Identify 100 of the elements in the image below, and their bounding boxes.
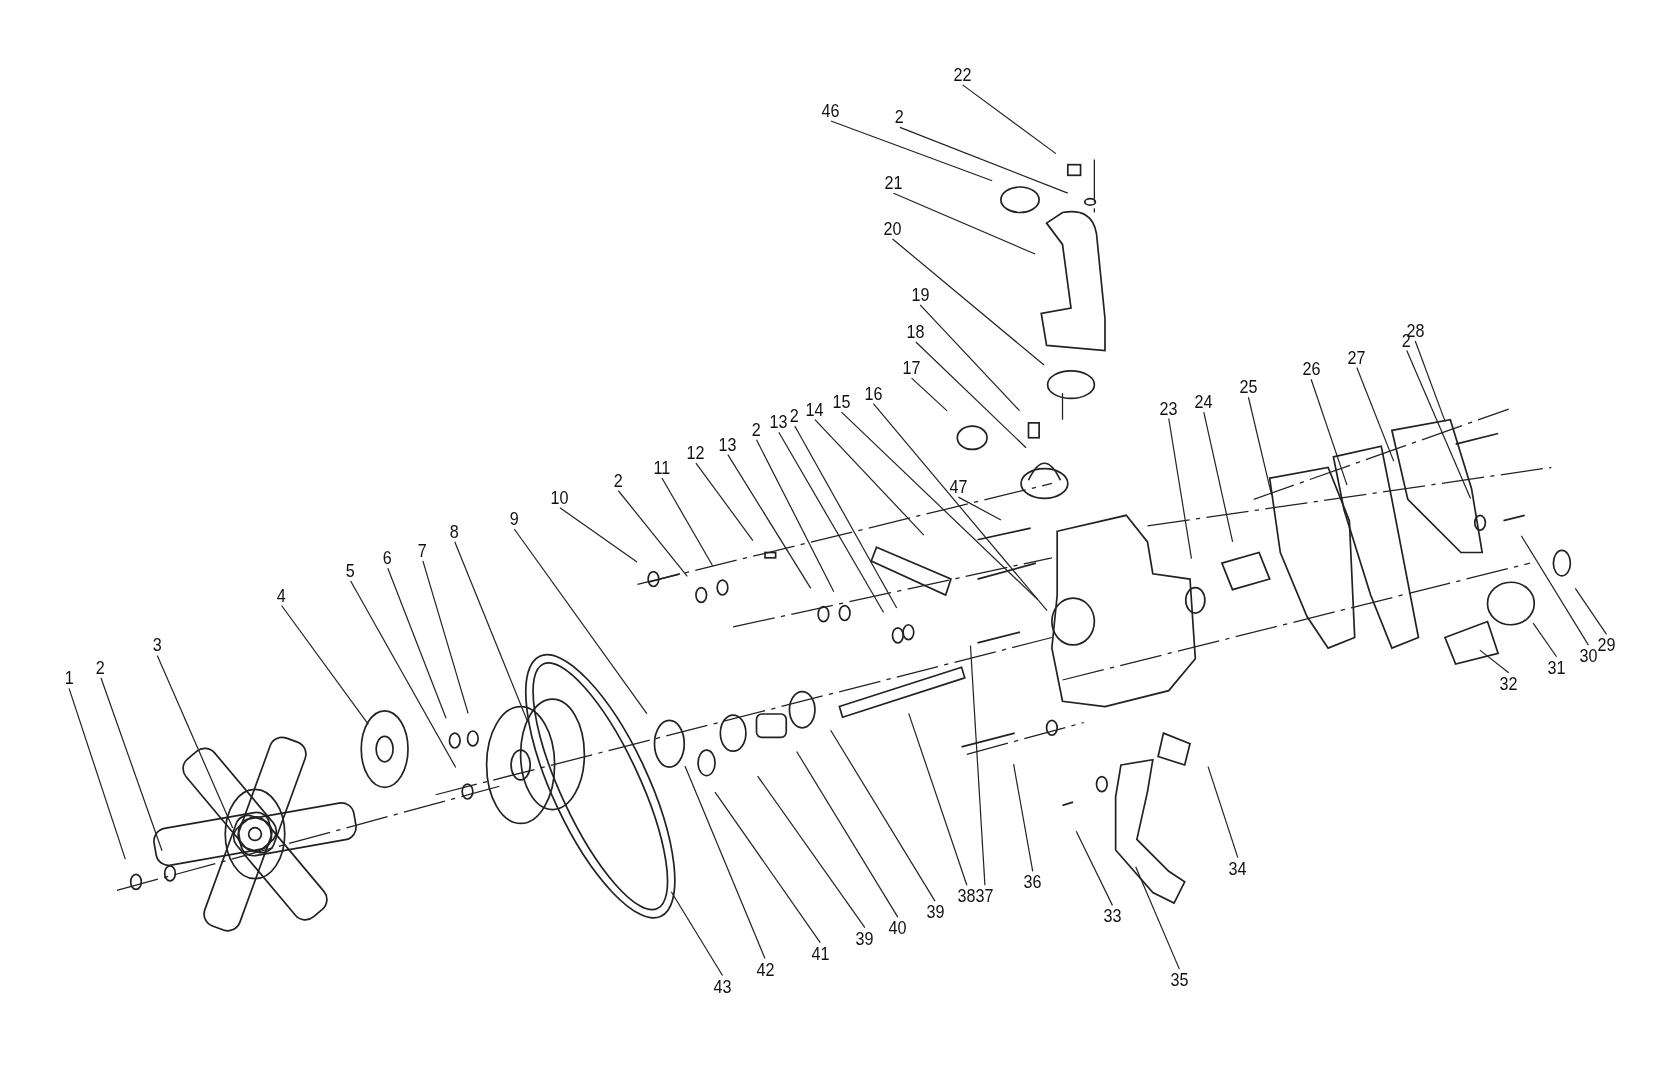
leader-line: [513, 528, 648, 715]
leader-line: [670, 891, 724, 977]
callout-number: 24: [1194, 392, 1213, 412]
callout-number: 30: [1579, 646, 1598, 666]
callout-number: 42: [756, 959, 775, 979]
callout-number: 9: [509, 509, 519, 528]
callout-number: 18: [906, 322, 925, 341]
leader-line: [454, 541, 529, 723]
leader-line: [1168, 417, 1193, 560]
leader-line: [422, 560, 469, 714]
callout-number: 2: [895, 107, 905, 127]
callout-number: 38: [957, 886, 976, 906]
callout-number: 41: [811, 943, 830, 963]
leader-line: [840, 411, 1039, 601]
callout-number: 34: [1228, 858, 1247, 878]
callout-number: 8: [450, 521, 460, 541]
callout-number: 39: [926, 902, 945, 922]
callout-number: 11: [653, 458, 671, 477]
leader-line: [899, 126, 1069, 194]
callout-number: 13: [718, 434, 737, 454]
callout-number: 7: [418, 540, 428, 560]
leader-line: [911, 377, 948, 412]
leader-line: [1207, 765, 1239, 859]
leader-line: [755, 439, 835, 593]
callout-number: 2: [613, 470, 623, 490]
callout-number: 31: [1547, 657, 1566, 677]
callout-number: 12: [687, 443, 705, 463]
callout-number: 21: [884, 173, 903, 193]
leader-line: [915, 341, 1027, 449]
leader-line: [908, 712, 968, 886]
leader-line: [814, 418, 925, 536]
callout-number: 3: [152, 635, 162, 655]
callout-number: 20: [883, 218, 902, 238]
callout-number: 32: [1499, 673, 1518, 693]
leader-line: [1532, 622, 1558, 658]
leader-line: [957, 496, 1002, 521]
leader-line: [969, 644, 986, 886]
callout-number: 46: [821, 101, 840, 120]
leader-line: [830, 120, 993, 182]
leader-line: [714, 791, 821, 944]
leader-line: [350, 580, 457, 769]
leader-line: [661, 477, 714, 567]
leader-line: [757, 775, 866, 929]
leader-line: [796, 750, 899, 918]
callout-number: 1: [64, 668, 74, 688]
callout-number: 6: [383, 548, 393, 568]
callout-number: 29: [1597, 635, 1616, 655]
leader-line: [872, 403, 1048, 612]
callout-number: 36: [1023, 872, 1042, 892]
leader-line: [962, 84, 1057, 155]
callout-number: 2: [751, 419, 761, 439]
leader-line: [68, 687, 126, 860]
leader-line: [1013, 763, 1034, 872]
leader-line: [1203, 411, 1234, 543]
leader-line: [1520, 535, 1590, 646]
callout-number: 4: [276, 585, 286, 605]
leader-line: [156, 654, 234, 829]
leader-line: [1247, 396, 1273, 496]
leader-line: [727, 454, 812, 589]
callout-number: 13: [769, 412, 788, 432]
leader-line: [1574, 587, 1608, 636]
leader-line: [695, 462, 754, 542]
leader-line: [1310, 378, 1348, 486]
callout-number: 47: [949, 477, 968, 497]
callout-number: 22: [953, 64, 972, 84]
leader-line: [1075, 830, 1114, 906]
leader-line: [559, 507, 638, 563]
leader-line: [830, 729, 936, 902]
callout-number: 35: [1170, 970, 1189, 990]
leader-line: [1356, 366, 1395, 462]
callout-number: 10: [551, 487, 569, 507]
callout-number: 23: [1159, 398, 1178, 418]
leader-line: [100, 677, 163, 852]
callout-number: 39: [855, 928, 874, 948]
callout-number: 37: [976, 886, 994, 906]
leader-line: [778, 431, 885, 614]
leader-line: [1414, 340, 1446, 423]
leader-line: [1479, 649, 1510, 674]
callout-number: 25: [1239, 377, 1258, 397]
callout-number: 14: [806, 399, 824, 419]
callout-number: 33: [1103, 906, 1122, 926]
leader-line: [280, 604, 369, 725]
leader-line: [1406, 349, 1472, 500]
callout-number: 43: [713, 976, 732, 996]
callout-number: 26: [1302, 359, 1321, 379]
leader-line: [387, 567, 447, 719]
callout-number: 17: [902, 358, 921, 378]
leader-line: [919, 304, 1021, 412]
callout-number: 2: [96, 657, 106, 677]
callout-number: 2: [790, 405, 800, 425]
callout-number: 27: [1347, 347, 1366, 367]
leader-line: [892, 192, 1036, 255]
callout-number: 40: [888, 918, 907, 938]
leader-line: [891, 238, 1045, 366]
callout-number: 15: [832, 392, 851, 412]
leader-line: [794, 425, 898, 609]
callout-number: 5: [345, 561, 355, 581]
leader-line: [617, 490, 688, 577]
leader-line: [684, 765, 766, 960]
leader-line: [1135, 866, 1180, 970]
